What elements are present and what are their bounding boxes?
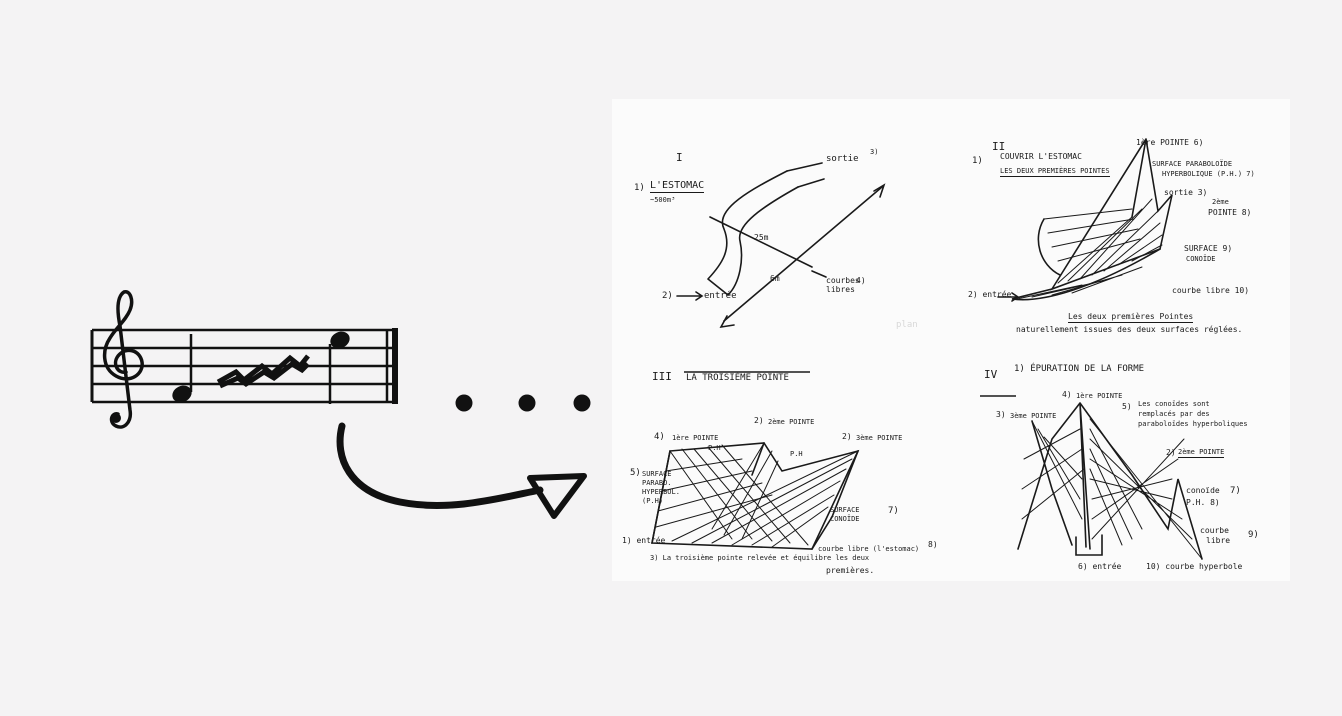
panel2-sortie: sortie 3) — [1164, 188, 1208, 197]
watermark-text: plan — [896, 320, 918, 330]
panel3-title: LA TROISIÈME POINTE — [686, 373, 789, 383]
panel3-pointe-right: 3ème POINTE — [856, 434, 903, 442]
panel1-title-num: 1) — [634, 183, 645, 193]
panel3-pointe-mid: 2ème POINTE — [768, 418, 815, 426]
panel2-pointe1: 1ère POINTE 6) — [1136, 138, 1204, 147]
panel1-courbes: courbes — [826, 276, 860, 285]
panel4-desc1: Les conoïdes sont — [1138, 400, 1210, 408]
panel4-pointe3: 3ème POINTE — [1010, 412, 1057, 420]
panel4-pointe1: 1ère POINTE — [1076, 392, 1123, 400]
panel2-pointe2b: POINTE 8) — [1208, 208, 1252, 217]
panel1-entree: entrée — [704, 291, 737, 301]
panel2-title2: LES DEUX PREMIÈRES POINTES — [1000, 167, 1110, 177]
panel4-n5: 5) — [1122, 402, 1132, 411]
panel4-n4: 4) — [1062, 390, 1072, 399]
panel4-desc2: remplacés par des — [1138, 410, 1210, 418]
panel2-numeral: II — [992, 140, 1006, 153]
panel4-entree: 6) entrée — [1078, 562, 1122, 571]
panel2-pointe2a: 2ème — [1212, 198, 1229, 206]
panel3-bottom1: 3) La troisième pointe relevée et équili… — [650, 554, 870, 562]
panel3-n2: 2) — [754, 416, 764, 425]
panel4-pointe2: 2ème POINTE — [1178, 448, 1225, 458]
panel3-courbe-libre: courbe libre (l'estomac) — [818, 545, 920, 553]
panel1-numeral: I — [676, 151, 683, 164]
panel4-conoide: conoïde — [1186, 486, 1220, 495]
panel2-entree: 2) entrée — [968, 290, 1012, 299]
music-staff-icon — [90, 290, 398, 429]
panel1-sortie: sortie — [826, 154, 859, 164]
panel2-num: 1) — [972, 156, 983, 166]
panel3-left-label1: SURFACE — [642, 470, 672, 478]
panel2-surface-paraboloide: SURFACE PARABOLOÏDE — [1152, 160, 1233, 168]
panel1-sortie-num: 3) — [870, 148, 879, 156]
panel2-conoide: CONOÏDE — [1186, 255, 1216, 263]
panel2-hyperbolique: HYPERBOLIQUE (P.H.) 7) — [1162, 170, 1255, 178]
panel4-n7: 7) — [1230, 486, 1241, 496]
panel2-title1: COUVRIR L'ESTOMAC — [1000, 152, 1082, 161]
panel1-libres: libres — [826, 285, 855, 294]
architectural-sketch-panel: I 1) L'ESTOMAC ~500m³ sortie 3) 2) entré… — [612, 99, 1290, 581]
panel1-title: L'ESTOMAC — [650, 180, 705, 193]
panel3-left-label4: (P.H) — [642, 497, 664, 505]
panel2-bottom2: naturellement issues des deux surfaces r… — [1016, 325, 1243, 334]
panel4-desc3: paraboloïdes hyperboliques — [1138, 420, 1248, 428]
three-dots-icon — [455, 394, 591, 412]
panel1-dim1: 25m — [754, 233, 769, 242]
panel3-n4: 4) — [654, 432, 665, 442]
panel4-title: 1) ÉPURATION DE LA FORME — [1014, 364, 1145, 374]
panel3-entree: 1) entrée — [622, 536, 666, 545]
panel3-bottom2: premières. — [826, 566, 875, 575]
panel3-n8: 8) — [928, 540, 938, 549]
curved-arrow-icon — [336, 422, 587, 519]
panel4-numeral: IV — [984, 368, 998, 381]
panel3-surface-conoide1: SURFACE — [830, 506, 860, 514]
panel3-n7: 7) — [888, 506, 899, 516]
panel3-n2b: 2) — [842, 432, 852, 441]
sketch-drawings — [651, 138, 1203, 560]
panel4-courbe-libre2: libre — [1206, 536, 1231, 545]
panel3-ph-top: P.H — [708, 444, 721, 452]
panel1-dim2: 6m — [770, 274, 780, 283]
panel3-ph-mid: P.H — [790, 450, 803, 458]
panel4-ph: P.H. 8) — [1186, 498, 1220, 507]
panel4-courbe-libre1: courbe — [1200, 526, 1229, 535]
panel4-n2: 2) — [1166, 448, 1176, 457]
panel3-n5: 5) — [630, 468, 641, 478]
panel3-left-label3: HYPERBOL. — [642, 488, 680, 496]
panel2-surface-conoide: SURFACE 9) — [1184, 244, 1233, 253]
panel4-n3: 3) — [996, 410, 1006, 419]
panel2-courbe-libre: courbe libre 10) — [1172, 286, 1250, 295]
panel3-pointe-left: 1ère POINTE — [672, 434, 719, 442]
panel3-numeral: III — [652, 370, 672, 383]
panel3-surface-conoide2: CONOÏDE — [830, 515, 860, 523]
panel3-left-label2: PARABO. — [642, 479, 672, 487]
panel4-courbe-hyperbole: 10) courbe hyperbole — [1146, 562, 1243, 571]
panel1-courbes-num: 4) — [856, 276, 866, 285]
panel1-entree-num: 2) — [662, 291, 673, 301]
treble-clef-icon — [102, 290, 144, 429]
panel4-n9: 9) — [1248, 530, 1259, 540]
panel2-bottom1: Les deux premières Pointes — [1068, 312, 1194, 323]
panel1-volume: ~500m³ — [650, 196, 676, 204]
